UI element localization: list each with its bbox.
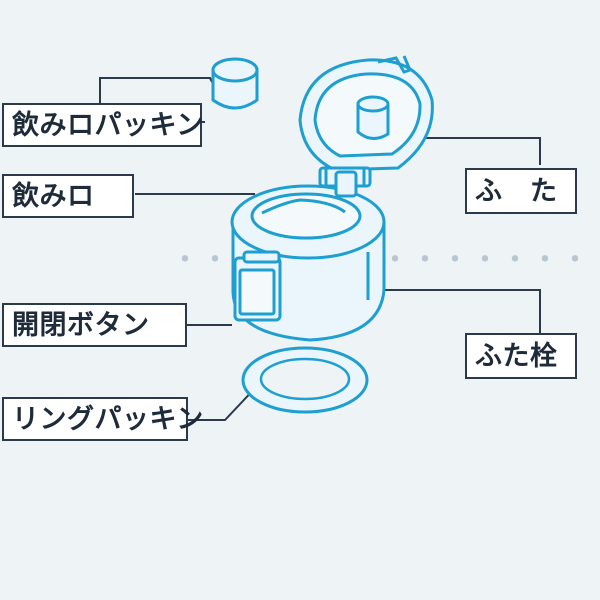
drink-gasket-part — [211, 57, 259, 110]
label-lid-plug: ふた栓 — [465, 333, 577, 379]
leader-line-lid-plug — [385, 289, 541, 335]
label-drink-mouth: 飲みロ — [2, 174, 134, 218]
label-lid: ふ た — [465, 168, 577, 214]
ring-gasket-part — [241, 346, 369, 414]
label-open-button: 開閉ボタン — [2, 303, 187, 347]
leader-line-ring — [188, 384, 259, 421]
open-button-part — [233, 250, 282, 322]
leader-line-lid — [425, 137, 541, 165]
label-drink-gasket: 飲みロパッキン — [2, 103, 203, 147]
lid-part — [298, 55, 434, 198]
label-ring-gasket: リングパッキン — [2, 397, 203, 441]
